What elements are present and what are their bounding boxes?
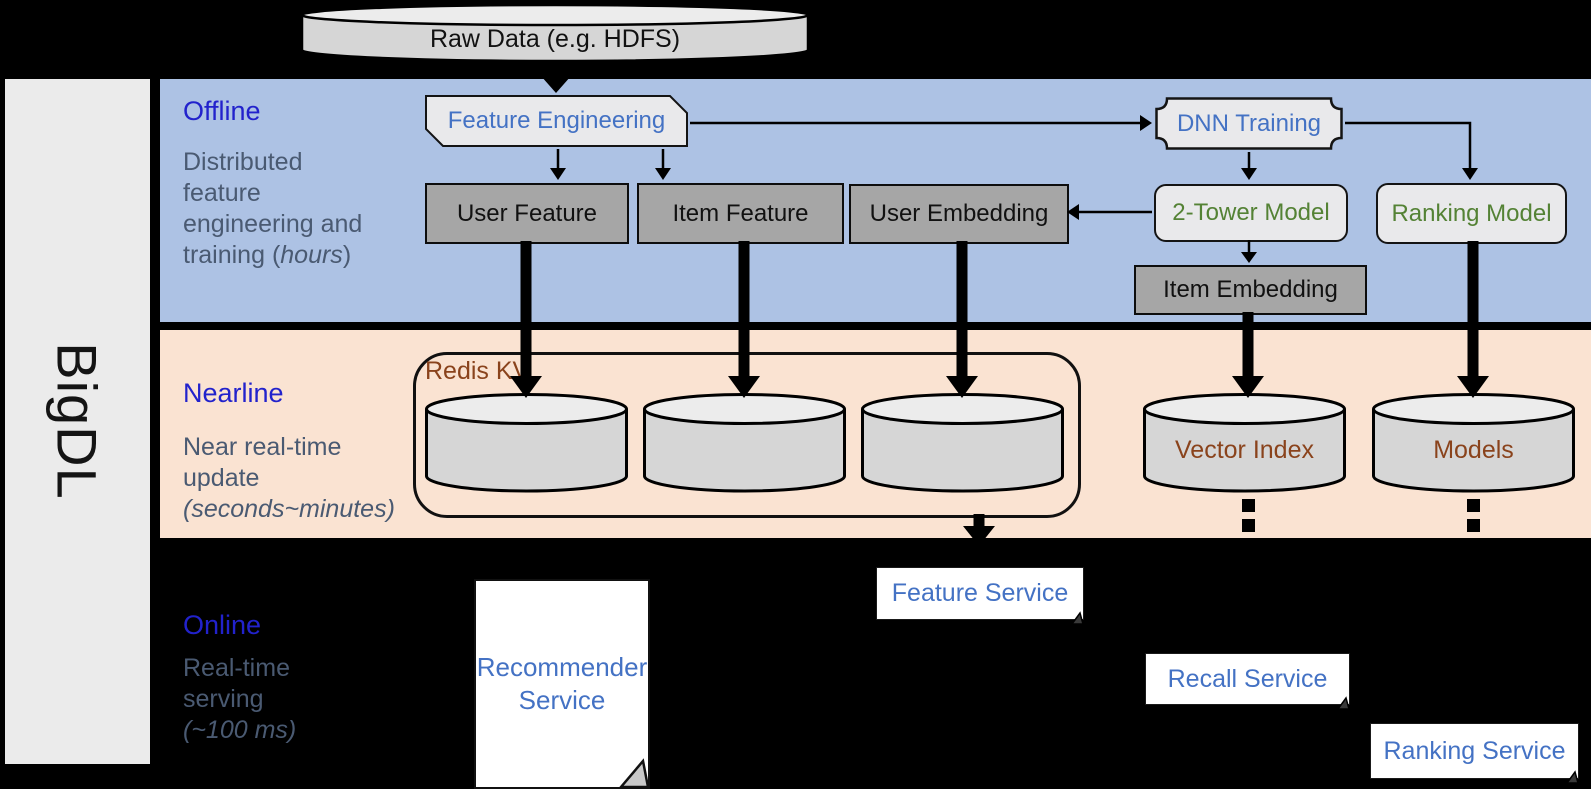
cylinder-shape xyxy=(300,3,810,63)
ranking-model-label: Ranking Model xyxy=(1391,199,1552,227)
offline-desc-line3: engineering and xyxy=(183,210,363,238)
models-label: Models xyxy=(1433,436,1514,464)
user-feature-label: User Feature xyxy=(456,199,598,227)
redis-shard-cylinder-1 xyxy=(424,392,629,495)
plaque-shape xyxy=(1155,97,1343,150)
bigdl-sidebar xyxy=(5,79,150,764)
page-fold-icon xyxy=(1070,611,1084,625)
item-embedding-label: Item Embedding xyxy=(1163,276,1338,303)
dnn-training-label: DNN Training xyxy=(1176,109,1322,137)
feature-service-label: Feature Service xyxy=(891,579,1069,607)
feature-service-node: Feature Service xyxy=(876,567,1084,625)
user-feature-node: User Feature xyxy=(425,183,629,244)
redis-shard-cylinder-2 xyxy=(642,392,847,495)
cylinder-shape xyxy=(425,393,628,493)
item-embedding-node: Item Embedding xyxy=(1134,265,1367,315)
page-fold-icon xyxy=(1565,770,1579,784)
nearline-title: Nearline xyxy=(183,378,284,408)
cylinder-shape xyxy=(1372,393,1575,493)
online-desc-line2: serving xyxy=(183,685,264,713)
page-fold-icon xyxy=(1336,696,1350,710)
offline-desc-close: ) xyxy=(342,241,352,269)
recommender-service-label: Recommender Service xyxy=(477,651,648,717)
nearline-desc-line1: Near real-time xyxy=(183,433,342,461)
redis-kv-label: Redis KV xyxy=(425,357,530,385)
offline-desc-line1: Distributed xyxy=(183,148,303,176)
feature-engineering-label: Feature Engineering xyxy=(447,107,666,134)
offline-desc-line2: feature xyxy=(183,179,261,207)
vector-index-store: Vector Index xyxy=(1142,392,1347,495)
user-embedding-label: User Embedding xyxy=(869,200,1049,227)
vector-index-label: Vector Index xyxy=(1175,436,1314,464)
page-fold-icon xyxy=(618,758,650,789)
recall-service-label: Recall Service xyxy=(1167,664,1328,693)
raw-data-store: Raw Data (e.g. HDFS) xyxy=(300,3,810,63)
snip-rect-shape xyxy=(425,95,688,147)
offline-desc-line4: training ( xyxy=(183,241,281,269)
online-desc-italic: (~100 ms) xyxy=(183,716,297,744)
item-feature-node: Item Feature xyxy=(637,183,844,244)
nearline-desc-italic: (seconds~minutes) xyxy=(183,495,395,523)
feature-engineering-node: Feature Engineering xyxy=(425,95,688,147)
raw-data-label: Raw Data (e.g. HDFS) xyxy=(429,25,681,53)
user-embedding-node: User Embedding xyxy=(849,184,1069,244)
bigdl-logo-text: BigDL xyxy=(45,342,109,500)
cylinder-shape xyxy=(1143,393,1346,493)
recall-service-node: Recall Service xyxy=(1145,653,1350,710)
online-description: Real-time serving (~100 ms) xyxy=(183,653,296,746)
online-title: Online xyxy=(183,610,262,640)
redis-shard-cylinder-3 xyxy=(860,392,1065,495)
cylinder-shape xyxy=(861,393,1064,493)
ranking-service-label: Ranking Service xyxy=(1383,736,1566,765)
models-store: Models xyxy=(1371,392,1576,495)
two-tower-model-label: 2-Tower Model xyxy=(1172,199,1330,226)
dnn-training-node: DNN Training xyxy=(1155,97,1343,150)
offline-description: Distributed feature engineering and trai… xyxy=(183,147,362,271)
item-feature-label: Item Feature xyxy=(672,199,809,227)
nearline-description: Near real-time update (seconds~minutes) xyxy=(183,432,395,525)
cylinder-shape xyxy=(643,393,846,493)
online-desc-line1: Real-time xyxy=(183,654,290,682)
recommender-service-node: Recommender Service xyxy=(474,579,650,789)
offline-desc-italic: hours xyxy=(280,241,343,269)
recommender-line2: Service xyxy=(518,685,606,715)
recommender-line1: Recommender xyxy=(476,652,648,682)
nearline-desc-line2: update xyxy=(183,464,260,492)
two-tower-model-node: 2-Tower Model xyxy=(1154,184,1348,242)
ranking-model-node: Ranking Model xyxy=(1376,183,1567,244)
offline-title: Offline xyxy=(183,96,261,126)
ranking-service-node: Ranking Service xyxy=(1370,723,1579,784)
